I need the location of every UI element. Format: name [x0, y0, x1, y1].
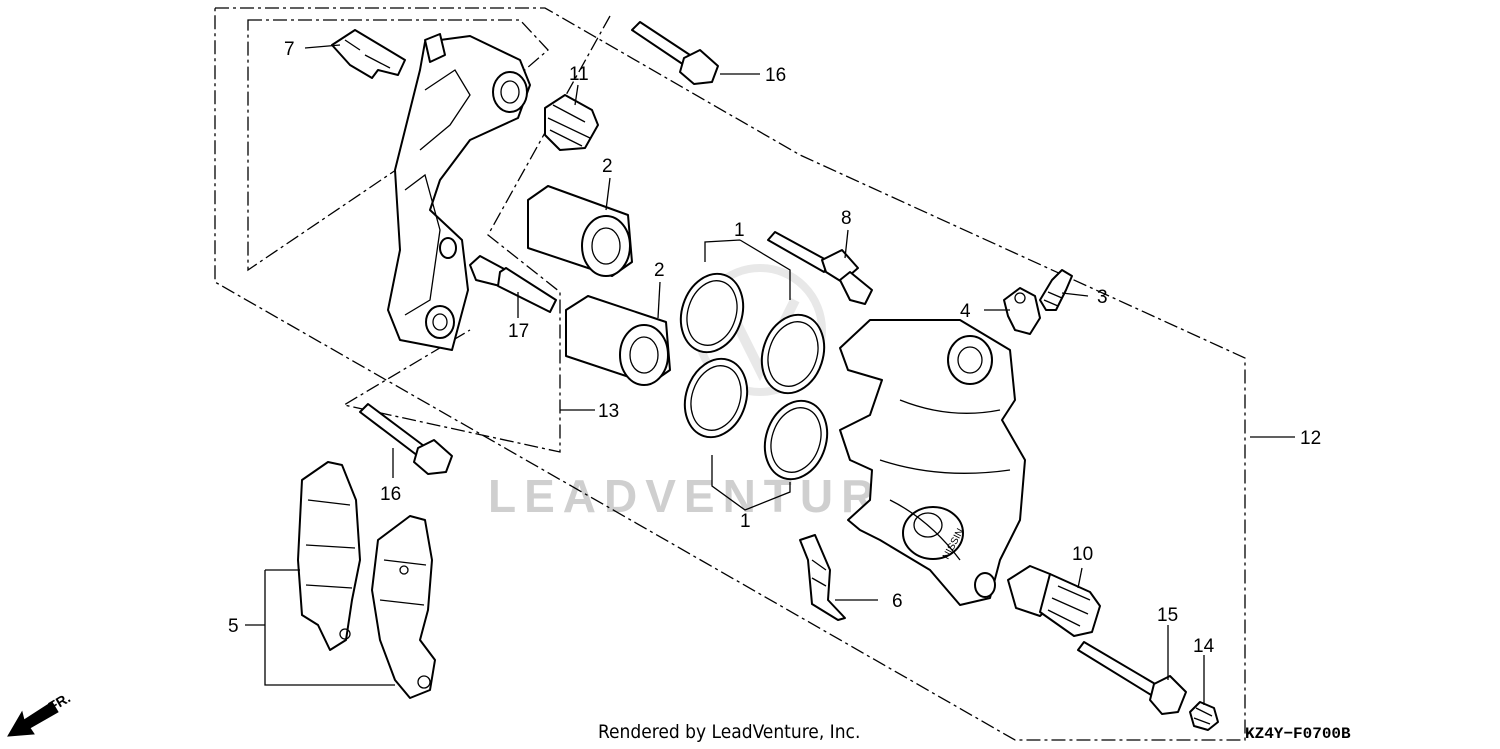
caliper-slide-pin [767, 231, 873, 305]
render-credit: Rendered by LeadVenture, Inc. [598, 721, 860, 743]
diagram-code: KZ4Y−F0700B [1245, 725, 1351, 743]
callout-labels: 7 11 2 2 1 1 8 3 4 16 17 13 12 16 5 6 10… [228, 39, 1321, 657]
piston-seals [679, 272, 829, 481]
caliper-bracket [387, 33, 531, 351]
callout-12: 12 [1300, 428, 1321, 449]
callout-10: 10 [1072, 544, 1093, 565]
callout-17: 17 [508, 321, 529, 342]
callout-2-upper: 2 [602, 156, 613, 177]
piston-upper [527, 185, 633, 277]
front-direction-indicator: FR. [7, 689, 73, 737]
callout-16-lower: 16 [380, 484, 401, 505]
bleeder-cap [1003, 287, 1041, 335]
piston-lower [565, 295, 671, 386]
callout-14: 14 [1193, 636, 1215, 657]
pin-boot-boundary [342, 15, 611, 453]
callout-1-upper: 1 [734, 220, 745, 241]
bracket-assembly-boundary [247, 19, 549, 272]
callout-1-lower: 1 [740, 511, 751, 532]
callout-3: 3 [1097, 287, 1108, 308]
callout-4: 4 [960, 301, 971, 322]
leader-lines [245, 44, 1295, 705]
caliper-assembly-boundary [214, 7, 1246, 741]
callout-8: 8 [841, 208, 852, 229]
pin-cap [1189, 701, 1219, 731]
callout-5: 5 [228, 616, 239, 637]
callout-15: 15 [1157, 605, 1178, 626]
brake-pad-rear [371, 515, 436, 699]
caliper-mounting-bolt-lower [359, 403, 453, 475]
slide-pin-bolt [1077, 641, 1187, 715]
bleeder-screw [1039, 269, 1073, 311]
pad-retainer-clip [331, 29, 406, 79]
callout-2-lower: 2 [654, 260, 665, 281]
front-arrow-icon [7, 701, 59, 737]
brake-pad-front [297, 461, 361, 651]
callout-16-upper: 16 [765, 65, 786, 86]
callout-7: 7 [284, 39, 295, 60]
bracket-pin-bolt [469, 255, 557, 313]
callout-13: 13 [598, 401, 619, 422]
slide-pin-boot [544, 94, 599, 151]
pin-boot [1007, 565, 1101, 637]
pad-spring [799, 534, 846, 621]
callout-11: 11 [569, 64, 589, 85]
callout-6: 6 [892, 591, 903, 612]
caliper-mounting-bolt-upper [631, 21, 719, 85]
caliper-body: NISSIN [839, 319, 1026, 606]
